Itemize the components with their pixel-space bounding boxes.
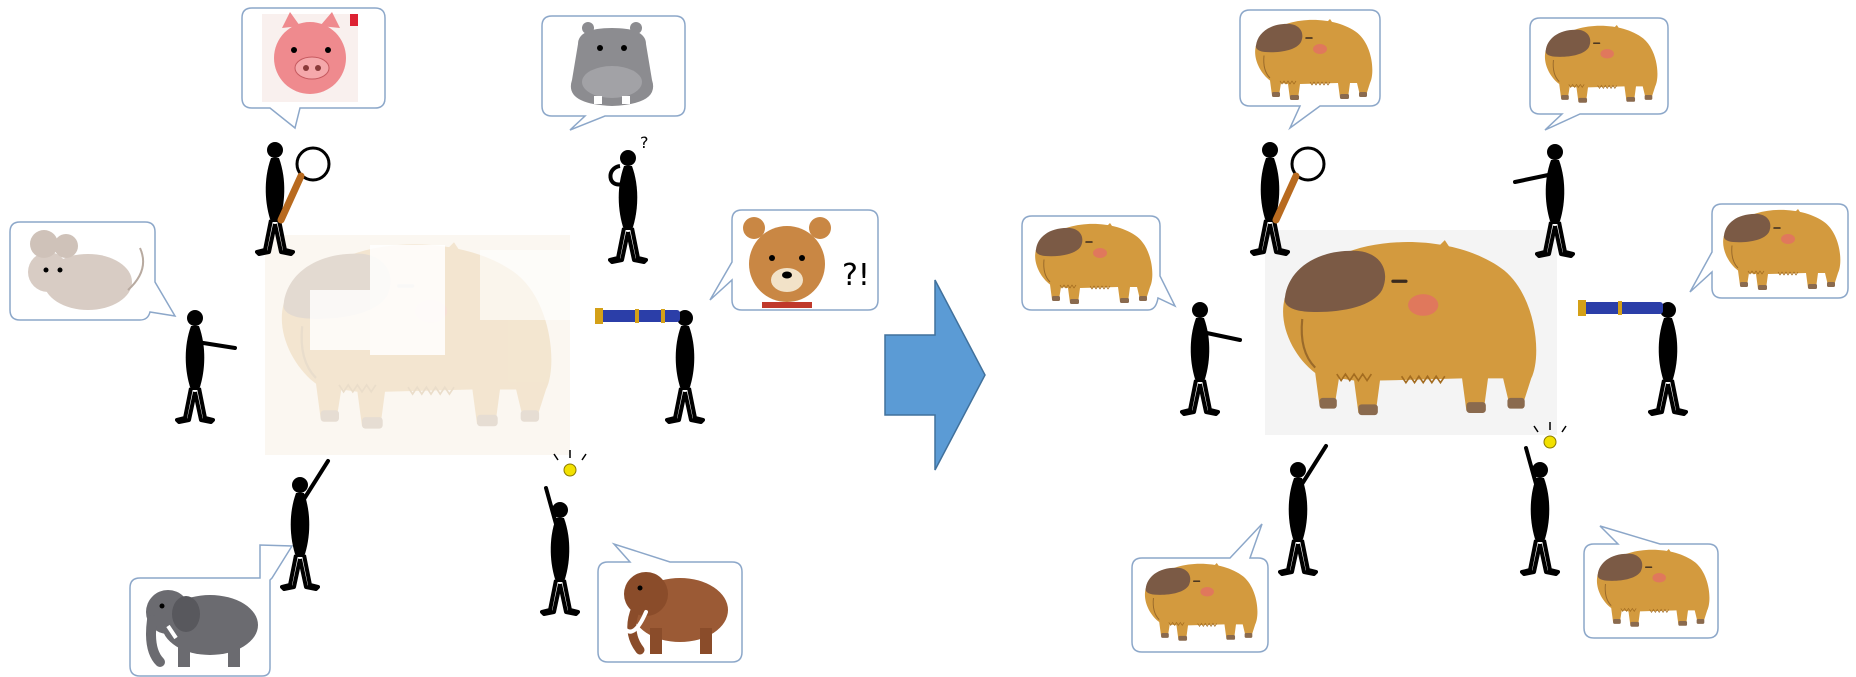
hippo-icon	[570, 22, 654, 106]
left-panel: ?!	[9, 7, 879, 677]
center-capybara-image	[1265, 230, 1557, 435]
magnifying-glass-icon	[277, 146, 331, 224]
right-panel	[1021, 9, 1849, 653]
bear-icon	[743, 217, 831, 308]
faded-center-image	[265, 235, 570, 455]
bear-exclamation-label: ?!	[842, 258, 870, 293]
telescope-icon	[1578, 300, 1663, 316]
bubble-capybara-1	[1239, 9, 1381, 131]
mammoth-icon	[622, 572, 728, 655]
observer-pointing-right-top	[1513, 142, 1575, 258]
bubble-hippo	[541, 15, 686, 131]
right-arrow-icon	[884, 279, 986, 471]
observer-idea-right	[1520, 422, 1567, 576]
observer-telescope-right	[1578, 300, 1688, 416]
observer-pointing-up	[280, 459, 330, 591]
observer-pointing-right-left	[1180, 300, 1242, 416]
observer-idea	[540, 450, 587, 616]
magnifying-glass-icon	[1290, 146, 1326, 182]
mouse-icon	[28, 230, 144, 310]
bubble-capybara-5	[1131, 523, 1269, 653]
observer-thinking: ?	[608, 133, 649, 264]
lightbulb-icon	[1533, 422, 1567, 449]
bubble-capybara-2	[1529, 17, 1669, 131]
observer-pointing-up-right	[1278, 444, 1328, 576]
bubble-capybara-6	[1583, 525, 1719, 639]
bubble-capybara-3	[1021, 215, 1177, 311]
observer-magnifier	[255, 140, 331, 256]
observer-pointing	[175, 308, 237, 424]
bubble-mammoth	[597, 542, 743, 663]
observer-magnifier-right	[1250, 140, 1326, 256]
question-mark-icon: ?	[640, 133, 649, 152]
pig-icon	[262, 12, 358, 102]
bubble-mouse	[9, 221, 177, 321]
telescope-icon	[595, 308, 680, 324]
bubble-capybara-4	[1689, 203, 1849, 299]
bubble-elephant	[129, 544, 294, 677]
transition-arrow	[884, 279, 986, 471]
observer-telescope	[595, 308, 705, 424]
elephant-icon	[146, 590, 258, 667]
lightbulb-icon	[553, 450, 587, 477]
bubble-bear: ?!	[709, 209, 879, 311]
bubble-pig	[241, 7, 386, 130]
